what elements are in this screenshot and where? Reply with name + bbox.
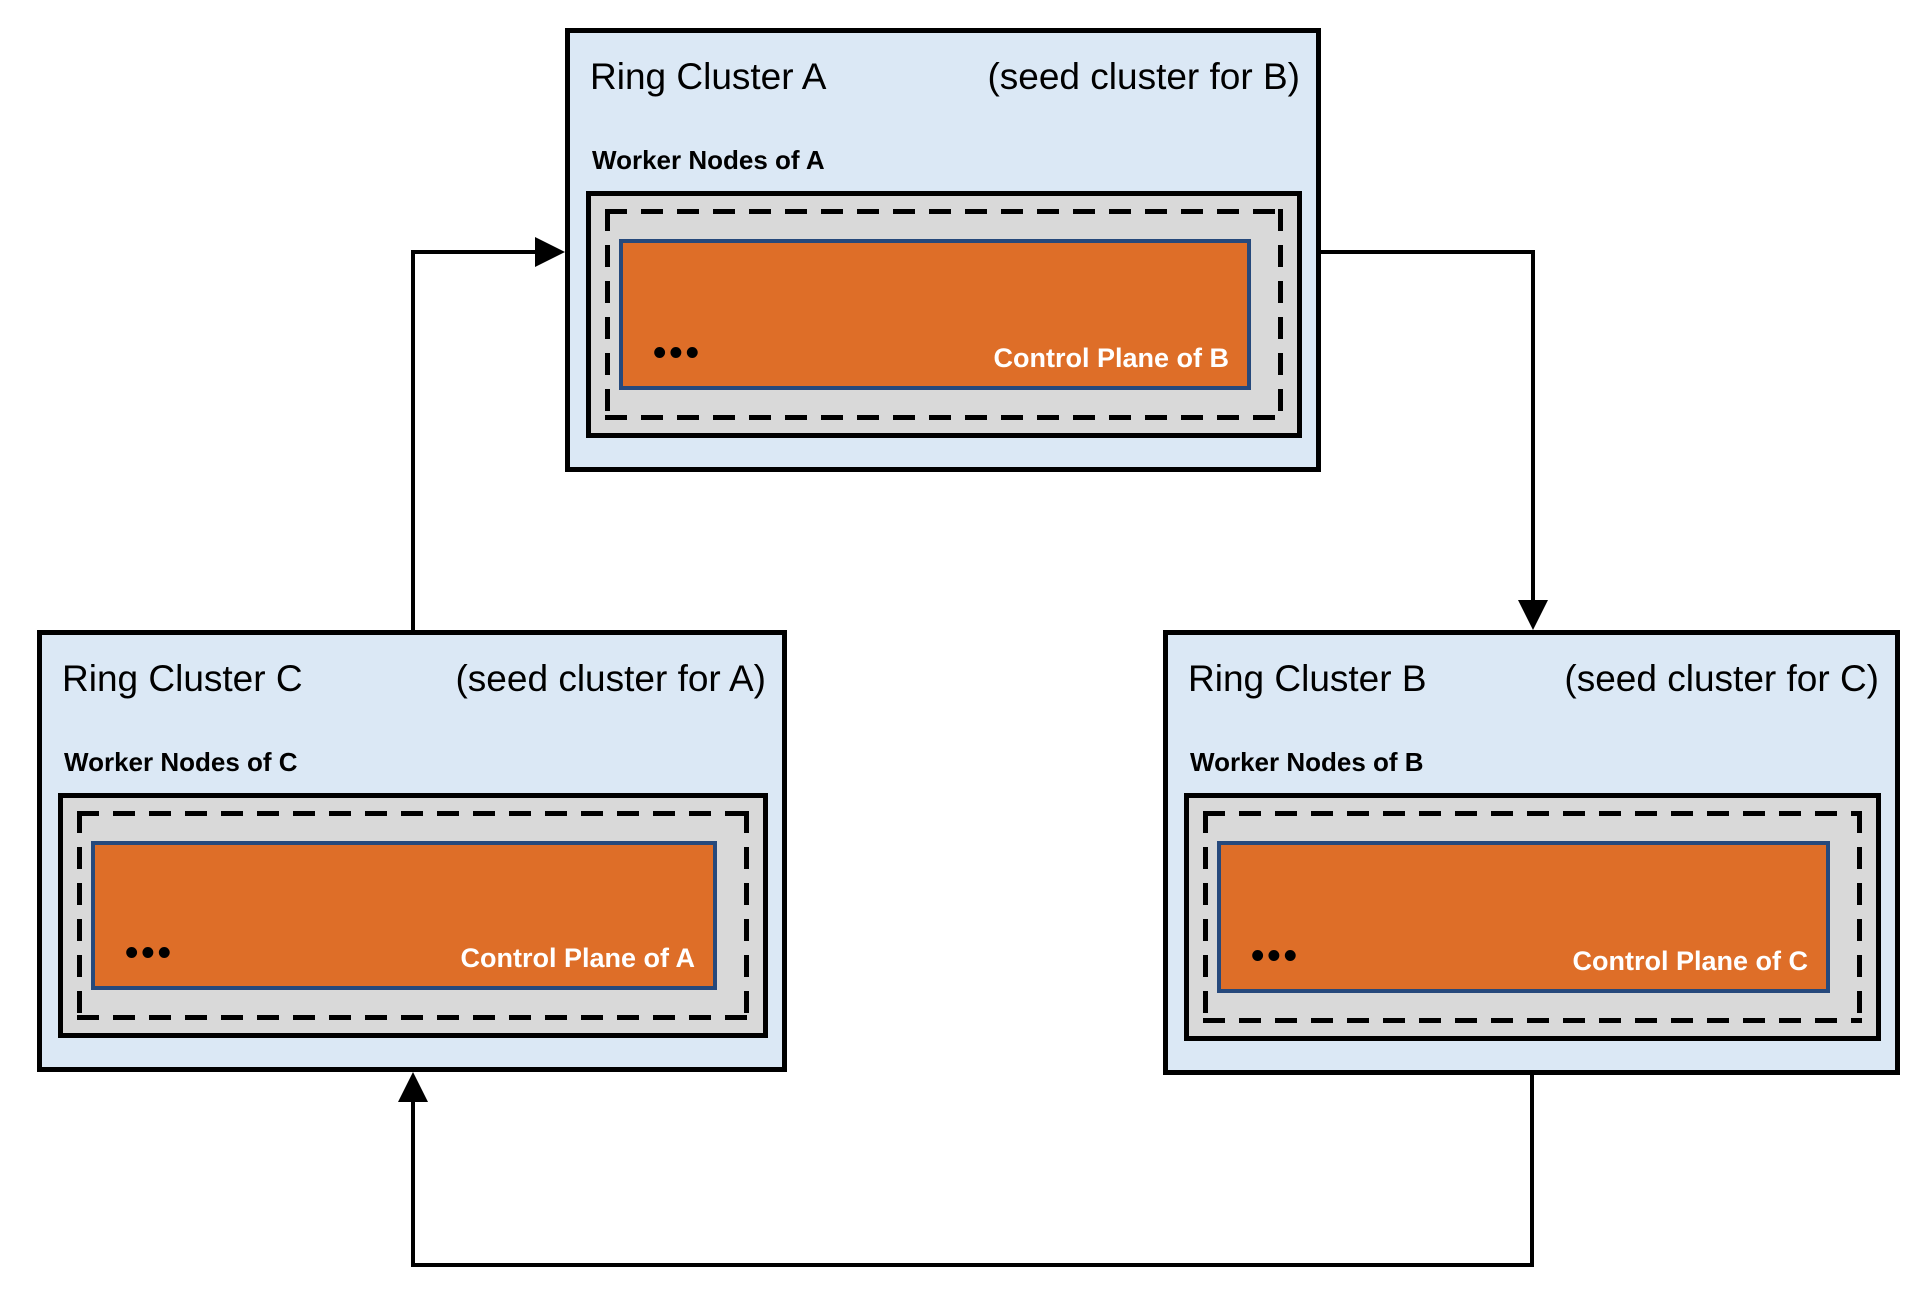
cluster-c-title: Ring Cluster C	[62, 658, 303, 699]
cluster-c-subtitle: (seed cluster for A)	[455, 658, 766, 699]
arrow-c-to-a	[411, 237, 565, 630]
arrow-b-to-c	[398, 1072, 1534, 1267]
cluster-a-control-plane-label: Control Plane of B	[993, 343, 1230, 373]
cluster-a-worker-node-box: ••• Control Plane of B	[586, 191, 1302, 438]
ellipsis-dots: •••	[1251, 935, 1300, 977]
cluster-b-worker-node-box: ••• Control Plane of C	[1184, 793, 1881, 1041]
arrow-a-to-b	[1321, 250, 1548, 630]
cluster-a-control-plane-box: ••• Control Plane of B	[619, 239, 1251, 390]
cluster-a-worker-nodes-label: Worker Nodes of A	[592, 145, 825, 175]
cluster-b-subtitle: (seed cluster for C)	[1564, 658, 1879, 699]
cluster-a-title-row: Ring Cluster A (seed cluster for B)	[590, 55, 1300, 99]
ellipsis-dots: •••	[125, 932, 174, 974]
cluster-c-control-plane-box: ••• Control Plane of A	[91, 841, 717, 990]
cluster-c-title-row: Ring Cluster C (seed cluster for A)	[62, 657, 766, 701]
cluster-box-c: Ring Cluster C (seed cluster for A) Work…	[37, 630, 787, 1072]
cluster-a-title: Ring Cluster A	[590, 56, 827, 97]
cluster-c-control-plane-label: Control Plane of A	[460, 943, 696, 973]
cluster-box-a: Ring Cluster A (seed cluster for B) Work…	[565, 28, 1321, 472]
cluster-b-node-dashed-outline: ••• Control Plane of C	[1203, 811, 1862, 1023]
ellipsis-dots: •••	[653, 332, 702, 374]
cluster-c-node-dashed-outline: ••• Control Plane of A	[77, 811, 749, 1020]
cluster-b-title-row: Ring Cluster B (seed cluster for C)	[1188, 657, 1879, 701]
cluster-b-title: Ring Cluster B	[1188, 658, 1427, 699]
cluster-b-worker-nodes-label: Worker Nodes of B	[1190, 747, 1424, 777]
cluster-a-subtitle: (seed cluster for B)	[987, 56, 1300, 97]
cluster-box-b: Ring Cluster B (seed cluster for C) Work…	[1163, 630, 1900, 1075]
cluster-b-control-plane-box: ••• Control Plane of C	[1217, 841, 1830, 993]
cluster-a-node-dashed-outline: ••• Control Plane of B	[605, 209, 1283, 420]
cluster-c-worker-node-box: ••• Control Plane of A	[58, 793, 768, 1038]
cluster-b-control-plane-label: Control Plane of C	[1572, 946, 1809, 976]
cluster-c-worker-nodes-label: Worker Nodes of C	[64, 747, 298, 777]
